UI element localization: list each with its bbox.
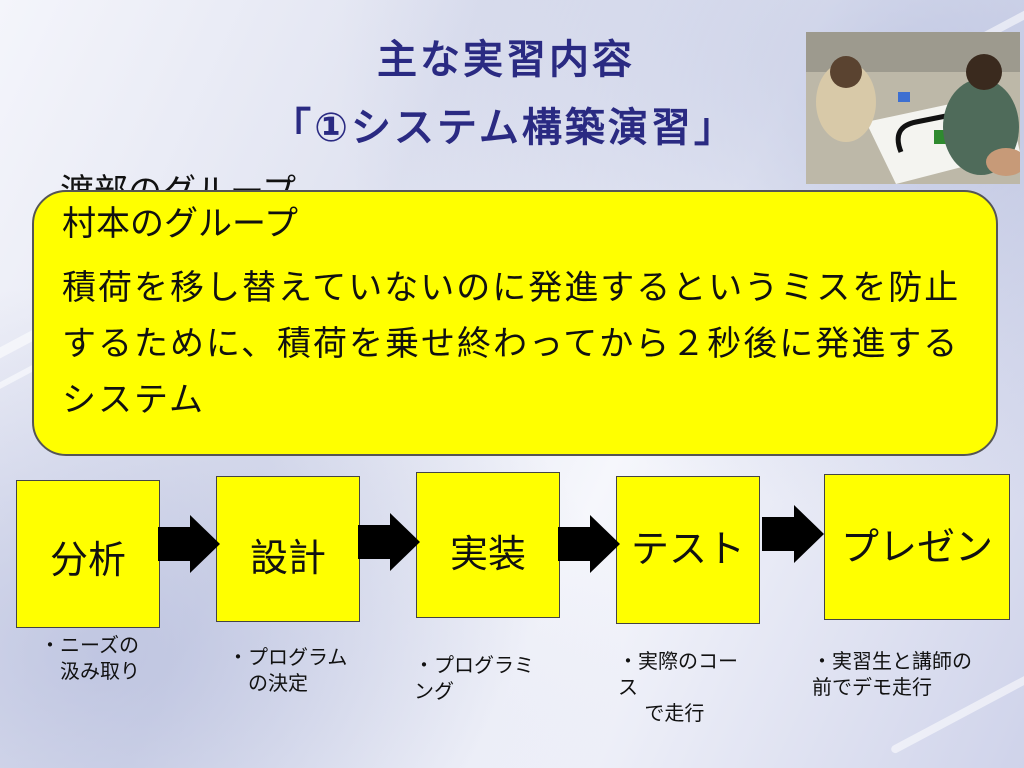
- slide-subtitle: 「①システム構築演習」: [271, 105, 737, 151]
- callout-body: 積荷を移し替えていないのに発進するというミスを防止するために、積荷を乗せ終わって…: [62, 268, 961, 420]
- arrow-right-icon: [762, 505, 824, 563]
- photo-image: [806, 32, 1020, 184]
- slide-title: 主な実習内容: [377, 37, 635, 83]
- step-note: ・プログラム の決定: [228, 645, 348, 695]
- step-implementation: 実装: [416, 472, 560, 618]
- callout-heading: 村本のグループ: [62, 204, 298, 244]
- step-presentation: プレゼン: [824, 474, 1010, 620]
- step-note: ・実習生と講師の 前でデモ走行: [812, 649, 972, 699]
- step-note: ・実際のコー ス で走行: [618, 649, 738, 725]
- step-design: 設計: [216, 476, 360, 622]
- step-note: ・プログラミ ング: [414, 653, 534, 703]
- step-test: テスト: [616, 476, 760, 624]
- step-label: 実装: [449, 532, 526, 576]
- step-label: プレゼン: [841, 525, 994, 569]
- step-analysis: 分析: [16, 480, 160, 628]
- step-label: 設計: [249, 536, 326, 580]
- photo-icon: [806, 32, 1020, 184]
- step-note: ・ニーズの 汲み取り: [40, 633, 140, 683]
- step-label: テスト: [630, 527, 745, 571]
- arrow-right-icon: [158, 515, 220, 573]
- arrow-right-icon: [558, 515, 620, 573]
- callout-box: 村本のグループ 積荷を移し替えていないのに発進するというミスを防止するために、積…: [32, 190, 998, 456]
- arrow-right-icon: [358, 513, 420, 571]
- step-label: 分析: [49, 538, 126, 582]
